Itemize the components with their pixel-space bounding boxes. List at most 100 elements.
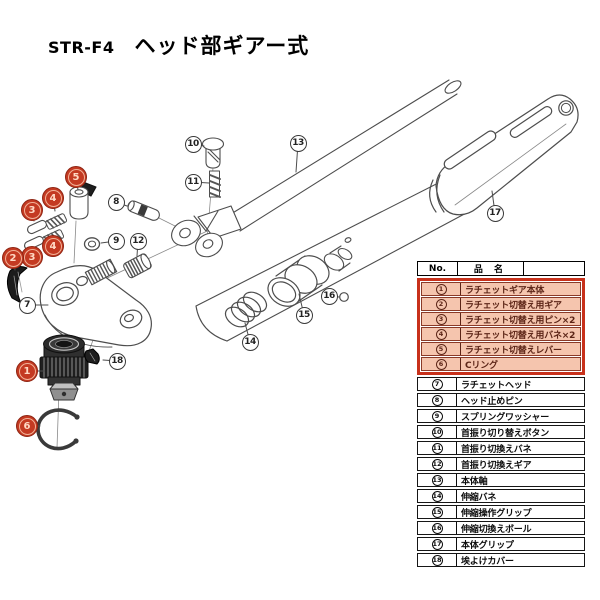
row-number-cell: 13 (418, 474, 457, 486)
circled-number: 15 (431, 506, 443, 518)
circled-number: 11 (431, 442, 443, 454)
ratchet-head (39, 258, 152, 348)
callout-number: 13 (292, 138, 304, 148)
callout-number: 18 (111, 356, 123, 366)
col-header-name: 品 名 (458, 261, 524, 276)
model-number: STR-F4 (48, 38, 115, 57)
swivel-spring (209, 170, 221, 198)
callout-16: 16 (320, 287, 338, 305)
callout-number: 11 (187, 177, 199, 187)
callout-8: 8 (107, 193, 125, 211)
switch-lever (69, 181, 97, 220)
detent-ball (339, 292, 349, 302)
dust-cover (84, 348, 100, 365)
parts-row-15: 15 伸縮操作グリップ (417, 505, 585, 519)
parts-row-18: 18 埃よけカバー (417, 553, 585, 567)
callout-number: 17 (489, 208, 501, 218)
circled-number: 17 (431, 538, 443, 550)
part-name: ラチェット切替え用ピン×2 (465, 315, 576, 326)
swivel-button (201, 137, 225, 169)
swivel-gear (123, 253, 152, 279)
row-number-cell: 1 (422, 283, 461, 295)
callout-4: 4 (42, 235, 64, 257)
parts-row-9: 9 スプリングワッシャー (417, 409, 585, 423)
callout-number: 7 (24, 300, 30, 310)
row-number-cell: 5 (422, 343, 461, 355)
part-name: 伸縮操作グリップ (461, 508, 532, 519)
part-name: スプリングワッシャー (461, 412, 550, 423)
row-number-cell: 17 (418, 538, 457, 550)
circled-number: 5 (435, 343, 447, 355)
row-number-cell: 15 (418, 506, 457, 518)
row-number-cell: 12 (418, 458, 457, 470)
row-number-cell: 11 (418, 442, 457, 454)
parts-row-5: 5 ラチェット切替えレバー (421, 342, 581, 356)
shaft-fork (171, 205, 242, 258)
parts-row-1: 1 ラチェットギア本体 (421, 282, 581, 296)
part-name: 伸縮バネ (461, 492, 497, 503)
circled-number: 3 (435, 313, 447, 325)
row-number-cell: 14 (418, 490, 457, 502)
callout-9: 9 (107, 232, 125, 250)
circled-number: 10 (431, 426, 443, 438)
callout-18: 18 (108, 352, 126, 370)
body-grip (429, 94, 579, 216)
part-name: Cリング (465, 360, 498, 371)
circled-number: 18 (431, 554, 443, 566)
circled-number: 16 (431, 522, 443, 534)
col-header-blank (524, 261, 585, 276)
part-name: 首振り切り替えボタン (461, 428, 550, 439)
parts-row-12: 12 首振り切換えギア (417, 457, 585, 471)
parts-table-header: No. 品 名 (417, 261, 585, 276)
circled-number: 14 (431, 490, 443, 502)
circled-number: 1 (435, 283, 447, 295)
callout-3: 3 (21, 246, 43, 268)
part-name: 首振り切換えギア (461, 460, 532, 471)
col-header-no: No. (417, 261, 458, 276)
callout-number: 9 (113, 236, 119, 246)
callout-6: 6 (16, 415, 38, 437)
row-number-cell: 3 (422, 313, 461, 325)
callout-number: 5 (67, 168, 85, 186)
callout-number: 4 (44, 189, 62, 207)
callout-4: 4 (42, 187, 64, 209)
circled-number: 4 (435, 328, 447, 340)
part-name: 埃よけカバー (461, 556, 514, 567)
row-number-cell: 10 (418, 426, 457, 438)
body-shaft (230, 79, 462, 232)
callout-number: 15 (298, 310, 310, 320)
part-name: ラチェット切替え用ギア (465, 300, 562, 311)
callout-number: 6 (18, 417, 36, 435)
part-name: ラチェット切替えレバー (465, 345, 562, 356)
callout-number: 16 (323, 291, 335, 301)
callout-number: 3 (23, 201, 41, 219)
callout-2: 2 (2, 247, 24, 269)
callout-number: 2 (4, 249, 22, 267)
parts-row-6: 6 Cリング (421, 357, 581, 371)
callout-number: 3 (23, 248, 41, 266)
callout-11: 11 (184, 173, 202, 191)
callout-10: 10 (184, 135, 202, 153)
outer-tube (195, 175, 471, 342)
parts-row-3: 3 ラチェット切替え用ピン×2 (421, 312, 581, 326)
callout-number: 1 (18, 362, 36, 380)
circled-number: 6 (435, 358, 447, 370)
head-stop-pin (127, 200, 160, 221)
part-name: ラチェットギア本体 (465, 285, 545, 296)
row-number-cell: 9 (418, 410, 457, 422)
part-name: 本体軸 (461, 476, 488, 487)
callout-17: 17 (486, 204, 504, 222)
callout-3: 3 (21, 199, 43, 221)
row-number-cell: 18 (418, 554, 457, 566)
parts-row-10: 10 首振り切り替えボタン (417, 425, 585, 439)
row-number-cell: 6 (422, 358, 461, 370)
page-title: STR-F4 ヘッド部ギアー式 (48, 30, 309, 60)
extension-spring (224, 291, 268, 328)
circled-number: 9 (431, 410, 443, 422)
